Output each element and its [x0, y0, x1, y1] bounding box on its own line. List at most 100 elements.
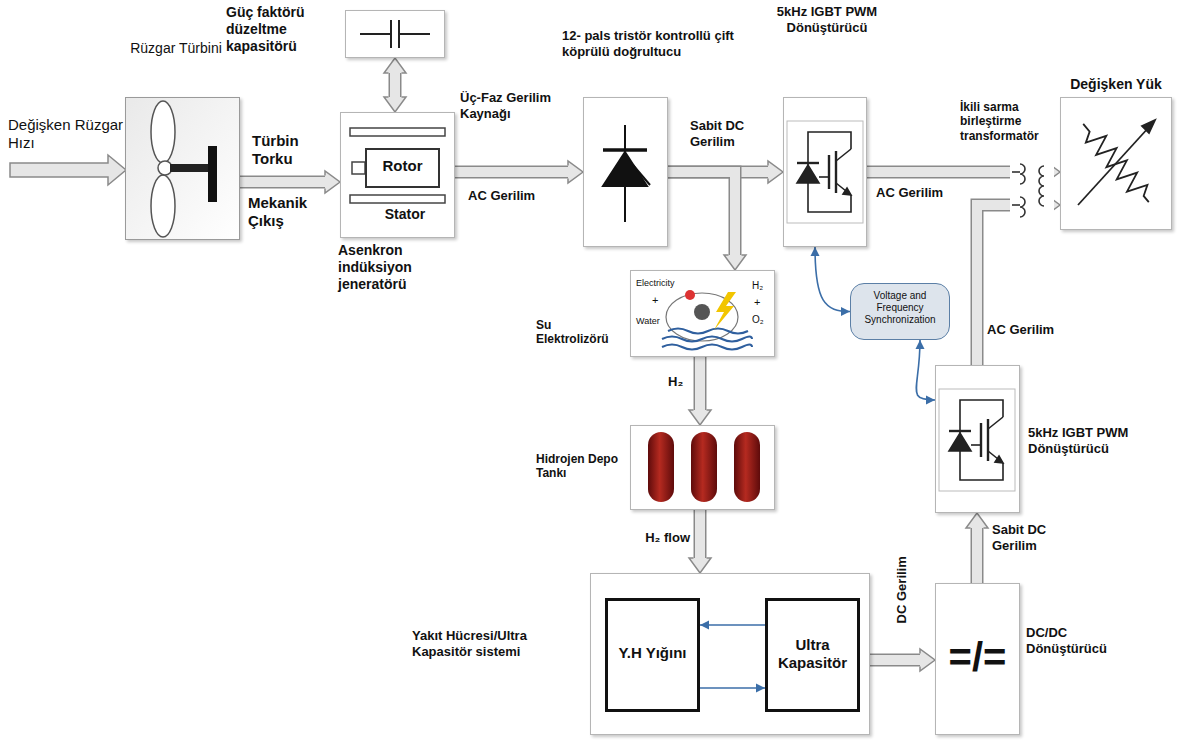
electrolyzer-illustration [685, 290, 695, 300]
variable-load-resistor [1076, 118, 1157, 209]
illustration-label: O₂ [752, 314, 772, 326]
rotor-box: Rotor [365, 148, 440, 188]
connector-arrow [811, 247, 851, 316]
connector-part [694, 510, 707, 558]
coupling-transformer [1012, 171, 1020, 173]
illustration-label: Electricity [636, 278, 686, 289]
generator-stator [352, 162, 365, 174]
coupling-transformer [1020, 197, 1025, 217]
generator-stator [340, 112, 455, 238]
coupling-transformer [1010, 156, 1054, 220]
connector-arrow [689, 357, 711, 425]
connector-arrow [384, 58, 406, 112]
connector-arrow [689, 510, 711, 573]
thyristor-symbol [603, 152, 647, 186]
output-label: Mekanik Çıkış [248, 194, 340, 230]
connector-part [724, 255, 746, 270]
connector-part [455, 166, 568, 179]
node-text: 5kHz IGBT PWM Dönüştürücü [1028, 425, 1178, 456]
capacitor-symbol [360, 33, 391, 35]
variable-load-resistor [1076, 118, 1157, 209]
connector-part [977, 205, 1045, 365]
wind-turbine [158, 161, 172, 175]
node-text: DC/DC Dönüştürücü [1026, 625, 1144, 656]
connector-part [325, 171, 340, 193]
connector-part [389, 73, 402, 97]
edge-label: H₂ flow [634, 530, 692, 546]
connector-part [390, 73, 400, 97]
generator-stator [350, 128, 445, 136]
connector-arrow [916, 340, 936, 405]
generator-stator [350, 195, 445, 203]
node-text: 5kHz IGBT PWM Dönüştürücü [762, 4, 892, 35]
connector-part [811, 247, 820, 256]
node-text: Asenkron indüksiyon jeneratörü [338, 242, 463, 292]
node-text: 12- pals tristör kontrollü çift köprülü … [562, 28, 767, 59]
node-text: Voltage and Frequency Synchronization [853, 290, 947, 326]
connector-part [700, 687, 765, 689]
connector-part [920, 649, 935, 671]
capacitor-symbol [390, 20, 392, 48]
node-text: Güç faktörü düzeltme kapasitörü [226, 4, 343, 54]
capacitor-symbol [399, 33, 430, 35]
fuel-cell-stack-box: Y.H Yığını [605, 598, 700, 712]
coupling-transformer [1020, 164, 1025, 184]
illustration-label: H₂ [752, 280, 772, 292]
connector-part [977, 205, 1045, 365]
illustration-label: Water [636, 316, 668, 327]
connector-part [916, 340, 925, 349]
coupling-transformer [1039, 166, 1044, 206]
coupling-transformer [1012, 204, 1020, 206]
capacitor-symbol [360, 20, 430, 48]
load-box: Değişken Yük [1060, 97, 1172, 230]
electrolyzer-illustration [714, 292, 736, 330]
connector-part [689, 558, 711, 573]
connector-arrow [240, 171, 340, 193]
transformer-label: İkili sarma birleştirme transformatör [960, 100, 1056, 143]
wind-turbine [125, 97, 240, 240]
generator-box: StatorAsenkron indüksiyon jeneratörüRoto… [340, 112, 455, 238]
connector-arrow [700, 684, 765, 693]
tank-box: Hidrojen Depo Tankı [630, 425, 775, 510]
turbine-box: Rüzgar Türbini [125, 97, 240, 240]
variable-load-resistor [1142, 120, 1155, 133]
hydrogen-tanks [691, 432, 717, 502]
thyristor-symbol [603, 125, 650, 222]
node-text: Ultra Kapasitör [770, 636, 855, 672]
edge-label: AC Gerilim [985, 322, 1080, 338]
connector-part [384, 97, 406, 112]
connector-part [972, 528, 982, 583]
electrolyzer-illustration [662, 345, 752, 350]
input-label: Değişken Rüzgar Hızı [8, 116, 133, 152]
illustration-layer [939, 389, 1015, 491]
edge-label: DC Gerilim [894, 550, 910, 630]
hydrogen-tanks [648, 432, 674, 502]
node-text: Su Elektrolizörü [536, 318, 626, 347]
edge-label: H₂ [666, 374, 692, 390]
connector-part [325, 171, 340, 193]
electrolyzer-illustration [630, 270, 775, 357]
thyristor-symbol [603, 148, 647, 152]
connector-part [695, 357, 705, 410]
edge-label: AC Gerilim [466, 188, 561, 204]
node-text: Yakıt Hücresi/Ultra Kapasitör sistemi [412, 628, 582, 659]
node-text: Hidrojen Depo Tankı [536, 452, 626, 481]
node-text: Rüzgar Türbini [126, 40, 226, 57]
connector-part [926, 396, 935, 405]
coupling-transformer [1010, 156, 1054, 220]
capacitor-box: Güç faktörü düzeltme kapasitörü [345, 10, 445, 58]
hydrogen-tanks [648, 432, 760, 502]
illustration-label: + [754, 296, 766, 309]
connector-arrow [668, 172, 746, 270]
electrolyzer-illustration [694, 304, 710, 320]
dcdc-converter-box: =/=DC/DC Dönüştürücü [935, 583, 1020, 735]
wind-turbine [151, 101, 175, 163]
node-text: Stator [365, 206, 445, 223]
ultracapacitor-box: Ultra Kapasitör [765, 598, 860, 712]
rectifier-box: 12- pals tristör kontrollü çift köprülü … [583, 97, 668, 247]
node-text: Rotor [367, 157, 438, 175]
igbt-converter-box: 5kHz IGBT PWM Dönüştürücü [783, 97, 867, 247]
edge-label: Sabit DC Gerilim [688, 118, 772, 149]
connector-part [841, 307, 850, 316]
